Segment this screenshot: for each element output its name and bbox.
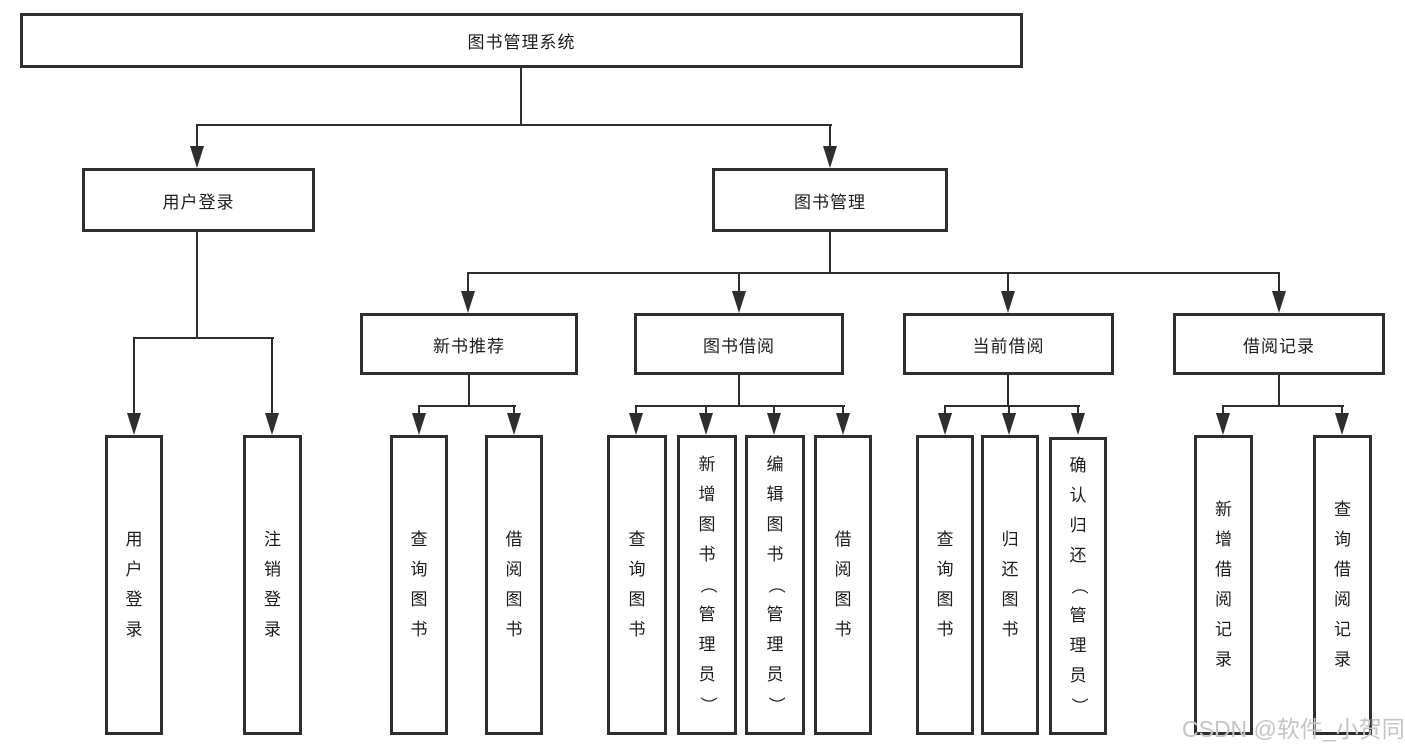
connector-root-drop-left [196,124,198,150]
connector-cb-rail [944,405,1080,407]
connector-br-stem [1278,375,1280,407]
arrow-to-nb-query-book [412,413,426,435]
connector-bb-drop-3 [773,405,775,415]
arrow-to-br-add-record [1216,413,1230,435]
node-br-add-record: 新增借阅记录 [1194,435,1253,735]
connector-nb-drop-1 [418,405,420,415]
node-cb-confirm-return: 确认归还（管理员） [1049,437,1107,735]
csdn-watermark: CSDN @软件_小贺同学 [1182,716,1405,742]
arrow-to-bb-edit-book [767,413,781,435]
arrow-to-bb-borrow-book [836,413,850,435]
arrow-to-cb-query-book [938,413,952,435]
connector-mgmt-drop-2 [738,272,740,293]
arrow-to-book-borrow [732,291,746,313]
connector-nb-rail [418,405,516,407]
node-bb-add-book: 新增图书（管理员） [677,435,737,735]
connector-bb-drop-4 [842,405,844,415]
connector-mgmt-drop-4 [1278,272,1280,293]
node-logout: 注销登录 [243,435,302,735]
connector-login-drop-right [271,337,273,415]
connector-login-stem [196,232,198,339]
connector-root-rail [196,124,832,126]
arrow-to-current-borrow [1001,291,1015,313]
connector-nb-stem [468,375,470,407]
arrow-to-user-login [190,146,204,168]
connector-bb-drop-1 [635,405,637,415]
connector-br-rail [1222,405,1344,407]
connector-cb-stem [1007,375,1009,407]
node-root: 图书管理系统 [20,13,1023,68]
node-book-management: 图书管理 [712,168,948,232]
node-br-query-record: 查询借阅记录 [1313,435,1372,735]
node-book-borrow: 图书借阅 [634,313,844,375]
connector-login-rail [133,337,274,339]
node-bb-edit-book: 编辑图书（管理员） [745,435,805,735]
connector-mgmt-stem [829,232,831,274]
arrow-to-bb-query-book [629,413,643,435]
connector-bb-stem [738,375,740,407]
connector-login-drop-left [133,337,135,415]
node-cb-query-book: 查询图书 [916,435,974,735]
connector-mgmt-drop-1 [467,272,469,293]
connector-br-drop-2 [1341,405,1343,415]
node-nb-borrow-book: 借阅图书 [485,435,543,735]
connector-root-stem [520,68,522,126]
arrow-to-book-management [823,146,837,168]
connector-cb-drop-3 [1077,405,1079,415]
arrow-to-logout [265,413,279,435]
arrow-to-br-query-record [1335,413,1349,435]
connector-cb-drop-2 [1008,405,1010,415]
arrow-to-bb-add-book [699,413,713,435]
node-user-login: 用户登录 [82,168,315,232]
node-borrow-record: 借阅记录 [1173,313,1385,375]
arrow-to-cb-confirm-return [1071,413,1085,435]
connector-nb-drop-2 [513,405,515,415]
arrow-to-new-book-recommend [461,291,475,313]
arrow-to-nb-borrow-book [507,413,521,435]
arrow-to-borrow-record [1272,291,1286,313]
connector-cb-drop-1 [944,405,946,415]
connector-mgmt-drop-3 [1007,272,1009,293]
node-current-borrow: 当前借阅 [903,313,1114,375]
node-login: 用户登录 [105,435,163,735]
connector-br-drop-1 [1222,405,1224,415]
node-nb-query-book: 查询图书 [390,435,448,735]
node-bb-query-book: 查询图书 [607,435,667,735]
connector-bb-drop-2 [705,405,707,415]
arrow-to-cb-return-book [1002,413,1016,435]
node-cb-return-book: 归还图书 [981,435,1039,735]
connector-bb-rail [635,405,845,407]
arrow-to-login [127,413,141,435]
node-new-book-recommend: 新书推荐 [360,313,578,375]
connector-mgmt-rail [467,272,1280,274]
connector-root-drop-right [829,124,831,150]
node-bb-borrow-book: 借阅图书 [814,435,872,735]
